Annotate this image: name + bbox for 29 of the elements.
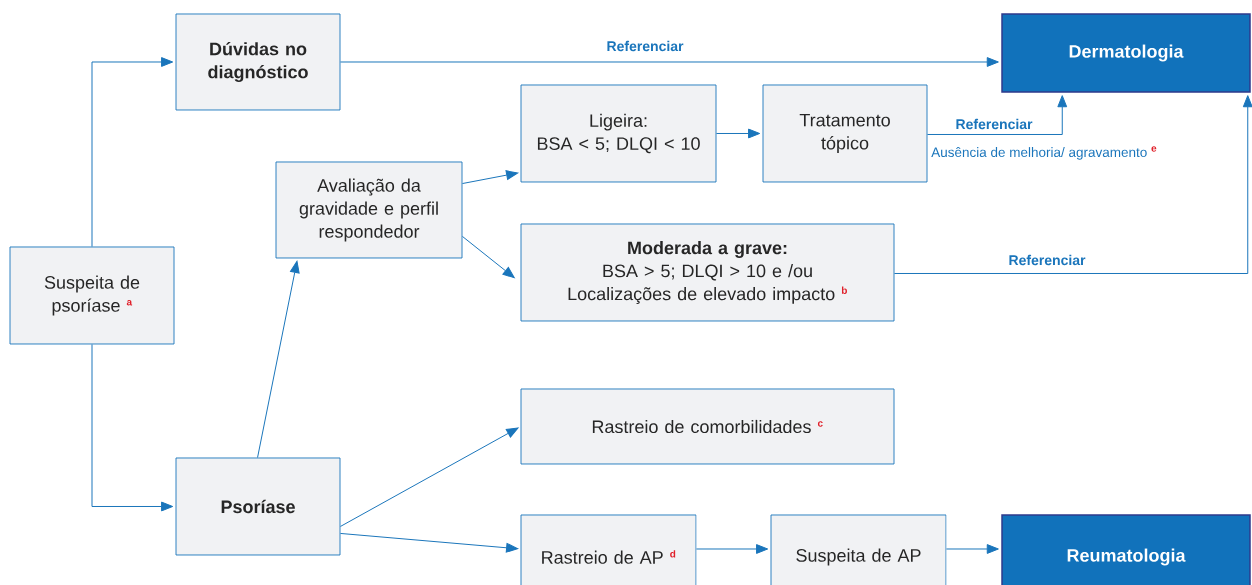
arrow: [339, 532, 519, 553]
arrow: [339, 427, 519, 527]
department-box: Dermatologia: [1001, 13, 1251, 93]
arrow: [339, 57, 999, 67]
edge-label: Referenciar: [1007, 253, 1087, 267]
note-text: Ausência de melhoria/ agravamento e: [931, 146, 1157, 160]
arrow: [91, 57, 174, 248]
process-box: Psoríase: [175, 457, 341, 556]
process-box: Suspeita de psoríase a: [9, 246, 175, 345]
arrow: [945, 544, 999, 554]
arrow: [257, 260, 300, 459]
process-box: Dúvidas no diagnóstico: [175, 13, 341, 111]
arrow: [695, 544, 769, 554]
process-box: Tratamento tópico: [762, 84, 928, 183]
arrow: [715, 128, 761, 139]
arrow: [461, 235, 515, 279]
arrow: [461, 170, 519, 185]
edge-label: Referenciar: [605, 39, 685, 53]
department-box: Reumatologia: [1001, 514, 1251, 585]
process-box: Rastreio de AP d: [520, 514, 697, 585]
process-box: Rastreio de comorbilidades c: [520, 388, 895, 465]
arrow: [926, 95, 1068, 135]
process-box: Moderada a grave: BSA > 5; DLQI > 10 e /ou Localizações de elevado impacto b: [520, 223, 895, 322]
process-box: Avaliação da gravidade e perfil respondedor: [275, 161, 463, 259]
process-box: Ligeira: BSA < 5; DLQI < 10: [520, 84, 717, 183]
arrow: [893, 95, 1252, 274]
edge-label: Referenciar: [954, 117, 1034, 131]
process-box: Suspeita de AP: [770, 514, 947, 585]
arrow: [91, 343, 174, 512]
